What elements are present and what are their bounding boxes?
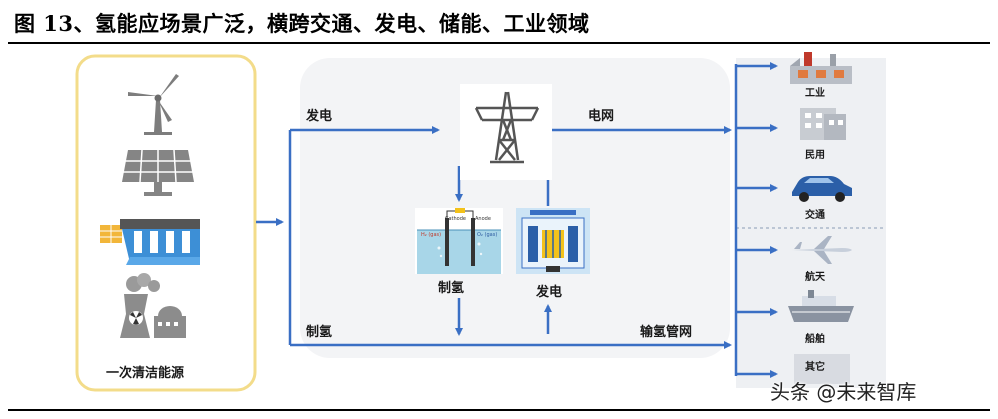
car-icon <box>792 176 852 202</box>
center-background-panel <box>300 58 730 358</box>
other-icon <box>794 354 850 384</box>
hydrogen-production-label: 制氢 <box>306 324 332 340</box>
app-label-industry: 工业 <box>805 86 825 99</box>
factory-icon <box>790 52 852 84</box>
o2-text: O₂ (gas) <box>477 232 497 238</box>
nuclear-plant-icon <box>120 273 186 338</box>
power-grid-label: 电网 <box>588 108 614 124</box>
fuel-cell-icon <box>516 208 590 274</box>
power-generation-label: 发电 <box>305 108 332 124</box>
hydrogen-pipeline-label: 输氢管网 <box>640 324 692 340</box>
ship-icon <box>788 290 854 322</box>
app-label-residential: 民用 <box>805 149 825 161</box>
h2-text: H₂ (gas) <box>421 232 441 238</box>
app-label-transport: 交通 <box>805 208 825 221</box>
electrolyzer-icon: Cathode Anode H₂ (gas) O₂ (gas) <box>415 208 503 274</box>
cathode-text: Cathode <box>445 216 466 222</box>
electrolysis-label: 制氢 <box>438 280 464 296</box>
watermark: 头条 @未来智库 <box>770 380 917 404</box>
residential-building-icon <box>800 108 846 140</box>
fuel-cell-label: 发电 <box>535 284 562 300</box>
app-label-other: 其它 <box>805 360 825 373</box>
wind-turbine-icon <box>128 74 179 135</box>
primary-clean-energy-label: 一次清洁能源 <box>106 365 184 381</box>
app-label-shipping: 船舶 <box>805 332 825 345</box>
bottom-rule <box>8 409 990 411</box>
solar-panel-icon <box>122 149 194 196</box>
hydro-dam-icon <box>100 219 200 265</box>
figure-title: 图 13、氢能应场景广泛，横跨交通、发电、储能、工业领域 <box>14 11 590 36</box>
top-rule <box>8 42 990 44</box>
transmission-tower-icon <box>474 91 540 164</box>
app-label-aerospace: 航天 <box>805 270 826 283</box>
anode-text: Anode <box>475 216 491 222</box>
airplane-icon <box>792 236 852 264</box>
